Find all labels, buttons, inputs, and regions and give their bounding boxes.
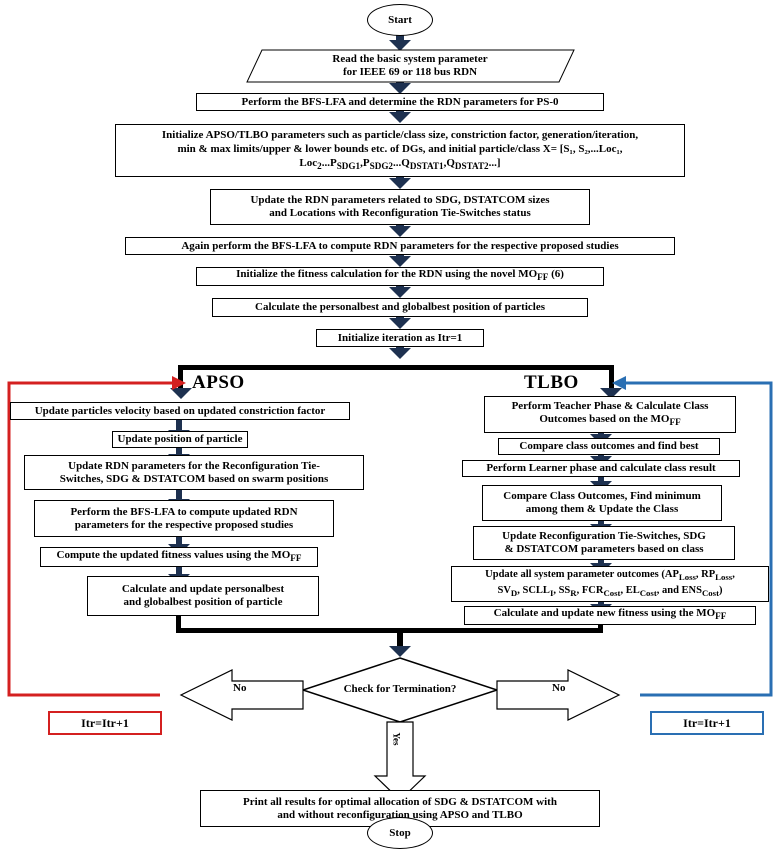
tlbo-step-update-outcomes: Update all system parameter outcomes (AP… — [451, 566, 769, 602]
itr-increment-tlbo: Itr=Itr+1 — [650, 711, 764, 735]
itr-increment-apso: Itr=Itr+1 — [48, 711, 162, 735]
read-line-1: Read the basic system parameter — [332, 53, 488, 65]
termination-decision: Check for Termination? — [343, 683, 457, 695]
apso-step-update-rdn-line-1: Update RDN parameters for the Reconfigur… — [68, 459, 320, 472]
start-label: Start — [388, 14, 412, 26]
apso-step-fitness-text: Compute the updated fitness values using… — [56, 548, 302, 564]
tlbo-step-compare-minimum: Compare Class Outcomes, Find minimum amo… — [482, 485, 722, 521]
tlbo-step-learner-text: Perform Learner phase and calculate clas… — [486, 462, 716, 474]
no-left-label: No — [233, 682, 247, 694]
tlbo-step-compare-best: Compare class outcomes and find best — [498, 438, 720, 455]
update-rdn-step: Update the RDN parameters related to SDG… — [210, 189, 590, 225]
tlbo-step-update-class-line-1: Update Reconfiguration Tie-Switches, SDG — [502, 530, 706, 542]
tlbo-heading: TLBO — [524, 372, 579, 393]
stop-label: Stop — [389, 827, 411, 839]
apso-step-update-rdn-line-2: Switches, SDG & DSTATCOM based on swarm … — [59, 472, 329, 485]
apso-step-position-text: Update position of particle — [117, 433, 243, 445]
initialize-parameters-step: Initialize APSO/TLBO parameters such as … — [115, 124, 685, 177]
read-parameters-io: Read the basic system parameter for IEEE… — [250, 50, 570, 82]
tlbo-step-new-fitness: Calculate and update new fitness using t… — [464, 606, 756, 625]
apso-step-bfs-line-2: parameters for the respective proposed s… — [74, 518, 294, 531]
tlbo-step-teacher-line-2: Outcomes based on the MOFF — [539, 412, 681, 428]
tlbo-step-teacher-line-1: Perform Teacher Phase & Calculate Class — [511, 399, 709, 412]
tlbo-step-new-fitness-text: Calculate and update new fitness using t… — [493, 607, 727, 622]
tlbo-step-compare-best-text: Compare class outcomes and find best — [519, 440, 699, 452]
read-line-2: for IEEE 69 or 118 bus RDN — [342, 66, 478, 78]
tlbo-step-learner: Perform Learner phase and calculate clas… — [462, 460, 740, 477]
tlbo-step-update-class-line-2: & DSTATCOM parameters based on class — [504, 543, 704, 555]
apso-step-personal-global-line-2: and globalbest position of particle — [123, 596, 283, 608]
again-bfs-text: Again perform the BFS-LFA to compute RDN… — [181, 239, 619, 252]
apso-step-velocity: Update particles velocity based on updat… — [10, 402, 350, 420]
apso-step-update-rdn: Update RDN parameters for the Reconfigur… — [24, 455, 364, 490]
apso-step-personal-global: Calculate and update personalbest and gl… — [87, 576, 319, 616]
personal-global-text: Calculate the personalbest and globalbes… — [255, 301, 545, 313]
update-rdn-line-2: and Locations with Reconfiguration Tie-S… — [269, 207, 531, 219]
iteration-init-text: Initialize iteration as Itr=1 — [337, 331, 463, 344]
apso-step-position: Update position of particle — [112, 431, 248, 448]
yes-label: Yes — [391, 732, 402, 746]
start-terminal: Start — [367, 4, 433, 36]
apso-step-velocity-text: Update particles velocity based on updat… — [34, 404, 326, 417]
itr-increment-apso-text: Itr=Itr+1 — [81, 715, 129, 730]
initialize-line-2: min & max limits/upper & lower bounds et… — [177, 142, 623, 155]
apso-step-bfs-line-1: Perform the BFS-LFA to compute updated R… — [70, 505, 298, 518]
itr-increment-tlbo-text: Itr=Itr+1 — [683, 715, 731, 730]
update-rdn-line-1: Update the RDN parameters related to SDG… — [250, 194, 550, 206]
iteration-init-step: Initialize iteration as Itr=1 — [316, 329, 484, 347]
tlbo-step-teacher: Perform Teacher Phase & Calculate Class … — [484, 396, 736, 433]
print-results-line-1: Print all results for optimal allocation… — [243, 795, 557, 808]
tlbo-step-compare-minimum-line-2: among them & Update the Class — [525, 503, 679, 515]
print-results-line-2: and without reconfiguration using APSO a… — [277, 808, 523, 821]
personal-global-step: Calculate the personalbest and globalbes… — [212, 298, 588, 317]
fitness-init-text: Initialize the fitness calculation for t… — [236, 268, 564, 283]
apso-heading: APSO — [192, 372, 245, 393]
apso-step-fitness: Compute the updated fitness values using… — [40, 547, 318, 567]
tlbo-step-update-class: Update Reconfiguration Tie-Switches, SDG… — [473, 526, 735, 560]
fitness-init-step: Initialize the fitness calculation for t… — [196, 267, 604, 286]
bfs-ps0-text: Perform the BFS-LFA and determine the RD… — [241, 95, 559, 108]
no-right-label: No — [552, 682, 566, 694]
initialize-line-1: Initialize APSO/TLBO parameters such as … — [161, 128, 639, 141]
bfs-ps0-step: Perform the BFS-LFA and determine the RD… — [196, 93, 604, 111]
again-bfs-step: Again perform the BFS-LFA to compute RDN… — [125, 237, 675, 255]
tlbo-step-compare-minimum-line-1: Compare Class Outcomes, Find minimum — [503, 490, 701, 502]
apso-step-bfs: Perform the BFS-LFA to compute updated R… — [34, 500, 334, 537]
initialize-line-3: Loc2...PSDG1,PSDG2...QDSTAT1,QDSTAT2...] — [299, 156, 501, 172]
apso-step-personal-global-line-1: Calculate and update personalbest — [121, 583, 285, 595]
stop-terminal: Stop — [367, 817, 433, 849]
tlbo-step-update-outcomes-line-1: Update all system parameter outcomes (AP… — [485, 568, 735, 582]
tlbo-step-update-outcomes-line-2: SVD, SCLLI, SSR, FCRCost, ELCost, and EN… — [497, 585, 723, 599]
